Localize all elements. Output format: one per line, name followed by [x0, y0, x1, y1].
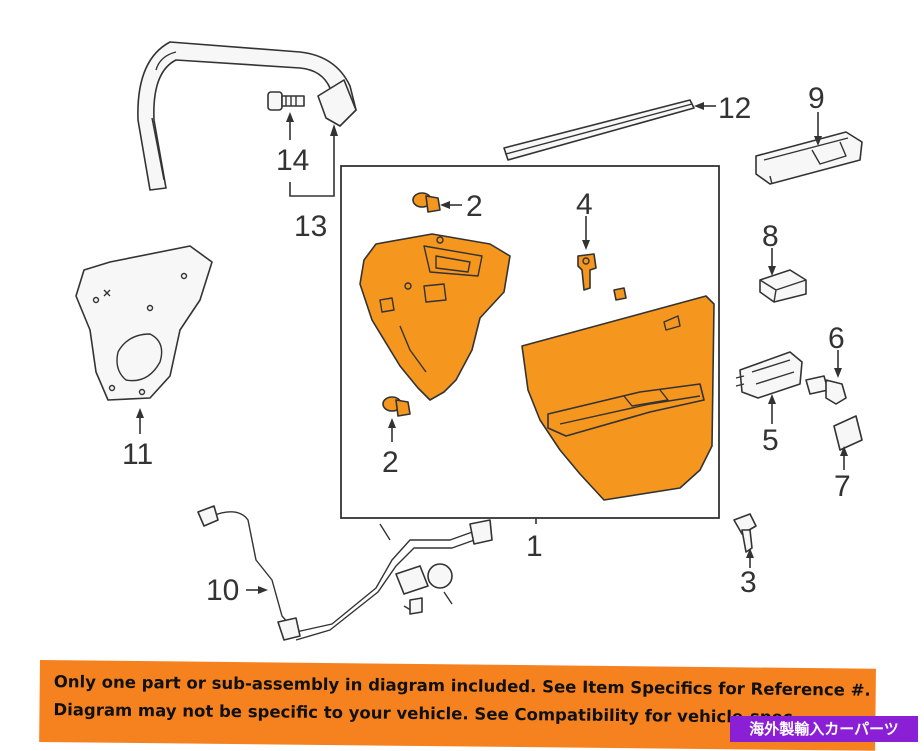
callout-6: 6 [828, 322, 845, 355]
part-4-stud [577, 253, 597, 291]
inner-panel-highlighted [359, 233, 511, 401]
part-14-screw [267, 91, 305, 111]
part-2-push-pin-bottom [382, 396, 411, 417]
part-6-bolt [805, 375, 847, 405]
trim-panel-highlighted [521, 295, 715, 501]
part-3-bolt [733, 513, 757, 553]
callout-9: 9 [808, 82, 825, 115]
callout-11: 11 [122, 438, 153, 471]
small-clip-highlighted [613, 287, 627, 301]
callout-14: 14 [276, 144, 309, 177]
part-7-clip [833, 415, 863, 451]
part-9-switch-bezel [755, 131, 863, 185]
callout-2-top: 2 [466, 190, 483, 223]
callout-12: 12 [718, 92, 751, 125]
notice-line-1: Only one part or sub-assembly in diagram… [53, 672, 871, 700]
callout-7: 7 [834, 470, 851, 503]
assembly-1-box [340, 165, 720, 519]
part-2-push-pin-top [412, 192, 441, 213]
callout-13: 13 [294, 210, 327, 243]
part-13-window-frame [137, 41, 357, 191]
part-5-handle-bracket [735, 351, 803, 399]
callout-4: 4 [576, 188, 593, 221]
notice-line-2: Diagram may not be specific to your vehi… [53, 700, 793, 727]
callout-1: 1 [526, 530, 543, 563]
leader-lines [136, 102, 848, 594]
callout-2-bottom: 2 [382, 446, 399, 479]
callout-5: 5 [762, 424, 779, 457]
part-8-switch [759, 269, 807, 303]
callout-8: 8 [762, 220, 779, 253]
callout-3: 3 [740, 566, 757, 599]
part-12-weatherstrip [503, 99, 695, 161]
part-11-water-deflector [75, 245, 213, 401]
callout-10: 10 [206, 574, 239, 607]
part-10-wiring-harness [197, 505, 493, 641]
import-parts-badge: 海外製輸入カーパーツ [730, 716, 918, 742]
